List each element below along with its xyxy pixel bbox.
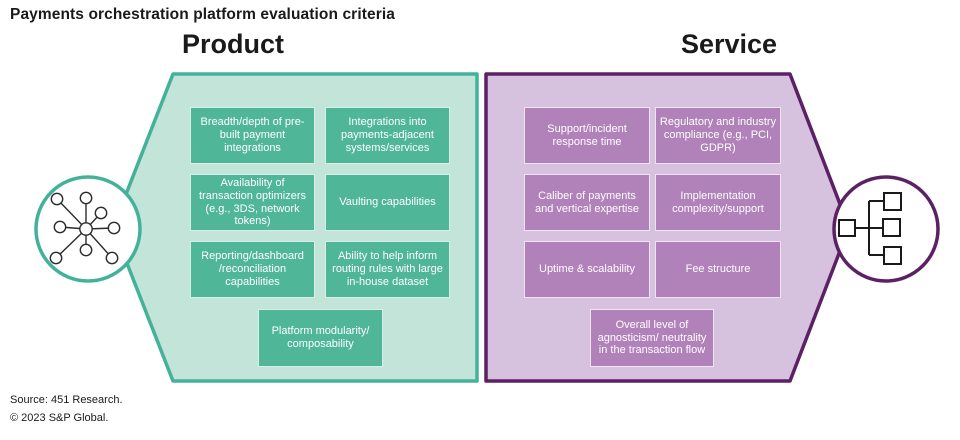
page-title: Payments orchestration platform evaluati…: [10, 6, 395, 23]
source-note: Source: 451 Research.: [10, 394, 123, 406]
product-criteria-box: Vaulting capabilities: [325, 174, 450, 231]
product-criteria-box: Integrations into payments-adjacent syst…: [325, 107, 450, 164]
product-criteria-box: Breadth/depth of pre-built payment integ…: [190, 107, 315, 164]
network-hub-icon: [49, 191, 121, 265]
product-column-header: Product: [181, 29, 285, 59]
service-criteria-box: Fee structure: [655, 241, 781, 298]
product-criteria-box: Reporting/dashboard /reconciliation capa…: [190, 241, 315, 298]
org-tree-icon: [838, 192, 902, 265]
service-criteria-box: Uptime & scalability: [524, 241, 650, 298]
product-criteria-box: Ability to help inform routing rules wit…: [325, 241, 450, 298]
product-criteria-box: Platform modularity/ composability: [258, 309, 383, 367]
service-criteria-box: Support/incident response time: [524, 107, 650, 164]
service-criteria-box: Caliber of payments and vertical experti…: [524, 174, 650, 231]
service-criteria-box: Regulatory and industry compliance (e.g.…: [655, 107, 781, 164]
product-criteria-box: Availability of transaction optimizers (…: [190, 174, 315, 231]
service-criteria-box: Overall level of agnosticism/ neutrality…: [590, 309, 714, 367]
service-column-header: Service: [680, 29, 778, 59]
service-criteria-box: Implementation complexity/support: [655, 174, 781, 231]
copyright-note: © 2023 S&P Global.: [10, 412, 109, 424]
